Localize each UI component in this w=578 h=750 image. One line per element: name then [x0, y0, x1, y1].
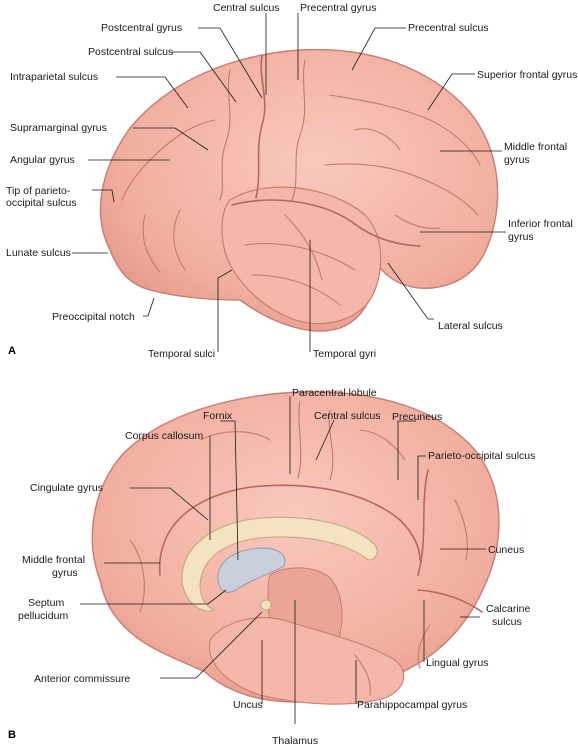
label-tip-parieto-1: Tip of parieto- [6, 185, 71, 197]
medial-leader-lines [80, 396, 486, 724]
label-lateral-sulcus: Lateral sulcus [438, 320, 503, 332]
label-parieto-occipital-sulcus: Parieto-occipital sulcus [428, 450, 535, 462]
label-cuneus: Cuneus [488, 544, 524, 556]
medial-brain-illustration [91, 391, 500, 705]
medial-labels: Paracentral lobule Fornix Central sulcus… [8, 387, 535, 747]
label-precentral-sulcus: Precentral sulcus [408, 22, 489, 34]
label-tip-parieto-2: occipital sulcus [6, 197, 77, 209]
label-middle-frontal-gyrus-a-2: gyrus [504, 154, 530, 166]
label-fornix: Fornix [203, 410, 233, 422]
label-lunate-sulcus: Lunate sulcus [6, 247, 71, 259]
label-middle-frontal-gyrus-b-1: Middle frontal [22, 554, 85, 566]
label-middle-frontal-gyrus-b-2: gyrus [52, 567, 78, 579]
label-precuneus: Precuneus [392, 411, 442, 423]
label-cingulate-gyrus: Cingulate gyrus [30, 482, 103, 494]
label-postcentral-gyrus: Postcentral gyrus [101, 22, 182, 34]
label-corpus-callosum: Corpus callosum [125, 430, 203, 442]
medial-cerebrum [91, 391, 500, 703]
label-inferior-frontal-gyrus-1: Inferior frontal [508, 218, 573, 230]
ventricle-shape [217, 547, 286, 593]
label-parahippocampal-gyrus: Parahippocampal gyrus [357, 699, 467, 711]
label-preoccipital-notch: Preoccipital notch [52, 311, 135, 323]
label-temporal-gyri: Temporal gyri [313, 348, 376, 360]
panel-label-b: B [8, 729, 16, 741]
lateral-leader-lines [72, 13, 506, 352]
label-thalamus: Thalamus [272, 735, 318, 747]
lateral-temporal-lobe [221, 186, 382, 325]
label-central-sulcus-a: Central sulcus [213, 2, 280, 14]
panel-label-a: A [8, 345, 16, 357]
label-supramarginal-gyrus: Supramarginal gyrus [10, 122, 107, 134]
label-paracentral-lobule: Paracentral lobule [292, 387, 377, 399]
label-superior-frontal-gyrus: Superior frontal gyrus [477, 69, 577, 81]
lateral-labels: Central sulcus Precentral gyrus Postcent… [6, 2, 577, 360]
label-calcarine-2: sulcus [492, 616, 522, 628]
label-anterior-commissure: Anterior commissure [34, 673, 130, 685]
label-intraparietal-sulcus: Intraparietal sulcus [10, 71, 98, 83]
label-calcarine-1: Calcarine [486, 603, 531, 615]
label-septum-2: pellucidum [18, 610, 68, 622]
label-uncus: Uncus [233, 699, 263, 711]
label-lingual-gyrus: Lingual gyrus [426, 657, 488, 669]
label-middle-frontal-gyrus-a-1: Middle frontal [504, 141, 567, 153]
label-postcentral-sulcus: Postcentral sulcus [88, 46, 173, 58]
label-precentral-gyrus: Precentral gyrus [300, 2, 376, 14]
label-angular-gyrus: Angular gyrus [10, 154, 75, 166]
lateral-brain-illustration [99, 48, 499, 332]
medial-temporal-shape [208, 617, 405, 705]
label-central-sulcus-b: Central sulcus [314, 410, 381, 422]
label-inferior-frontal-gyrus-2: gyrus [508, 231, 534, 243]
label-temporal-sulci: Temporal sulci [148, 348, 215, 360]
anterior-commissure-shape [260, 599, 272, 611]
label-septum-1: Septum [28, 597, 64, 609]
